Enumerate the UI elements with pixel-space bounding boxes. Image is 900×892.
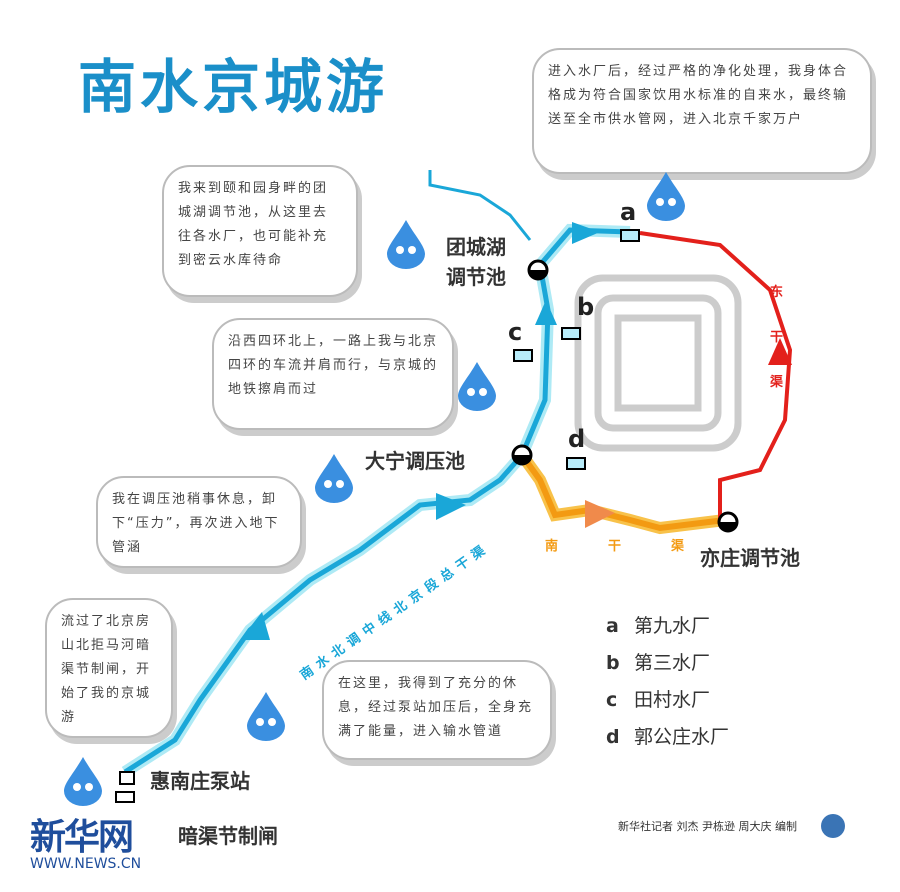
flow-arrow xyxy=(240,612,270,640)
plant-marker-b: b xyxy=(577,293,595,321)
flow-arrow xyxy=(768,338,792,365)
speech-bubble-huinan: 在这里，我得到了充分的休息，经过泵站加压后，全身充满了能量，进入输水管道 xyxy=(322,660,552,760)
ring-roads xyxy=(574,274,742,452)
flow-arrow xyxy=(436,493,466,520)
speech-bubble-daning: 我在调压池稍事休息，卸下“压力”，再次进入地下管涵 xyxy=(96,476,302,568)
water-drop-mascot-icon xyxy=(387,220,425,269)
plant-marker-d: d xyxy=(568,425,586,453)
flow-arrow xyxy=(585,500,615,528)
xinhua-logo: 新华网 xyxy=(30,808,134,860)
water-drop-mascot-icon xyxy=(64,757,102,806)
water-drop-mascot-icon xyxy=(647,172,685,221)
river-branch xyxy=(428,170,532,241)
water-drop-mascot-icon xyxy=(247,692,285,741)
speech-bubble-sihuan: 沿西四环北上，一路上我与北京四环的车流并肩而行，与京城的地铁擦肩而过 xyxy=(212,318,454,430)
route-label-south: 南干渠 xyxy=(545,539,735,554)
station-zhamen: 暗渠节制闸 xyxy=(178,824,278,848)
pump-markers xyxy=(115,771,135,803)
site-url: WWW.NEWS.CN xyxy=(30,856,142,872)
plant-markers xyxy=(513,229,640,470)
flow-arrow xyxy=(572,222,600,244)
east-canal xyxy=(639,231,793,520)
route-label-east: 东干渠 xyxy=(770,285,784,390)
water-drop-mascot-icon xyxy=(458,362,496,411)
water-drop-mascot-icon xyxy=(315,454,353,503)
xinhua-seal xyxy=(821,814,845,838)
station-daning: 大宁调压池 xyxy=(365,449,465,473)
station-nodes xyxy=(511,259,739,533)
speech-bubble-plant: 进入水厂后，经过严格的净化处理，我身体合格成为符合国家饮用水标准的自来水，最终输… xyxy=(532,48,872,174)
main-canal xyxy=(123,227,631,775)
plant-marker-c: c xyxy=(508,318,523,346)
credit-line: 新华社记者 刘杰 尹栋逊 周大庆 编制 xyxy=(618,820,797,833)
station-huinan: 惠南庄泵站 xyxy=(150,769,250,793)
station-tuancheng: 团城湖 调节池 xyxy=(446,235,506,289)
page-title: 南水京城游 xyxy=(78,53,389,121)
flow-arrow xyxy=(535,300,557,325)
station-yizhuang: 亦庄调节池 xyxy=(700,546,800,570)
plant-marker-a: a xyxy=(620,198,637,226)
speech-bubble-tuancheng: 我来到颐和园身畔的团城湖调节池，从这里去往各水厂，也可能补充到密云水库待命 xyxy=(162,165,358,297)
speech-bubble-start: 流过了北京房山北拒马河暗渠节制闸，开始了我的京城游 xyxy=(45,598,173,738)
